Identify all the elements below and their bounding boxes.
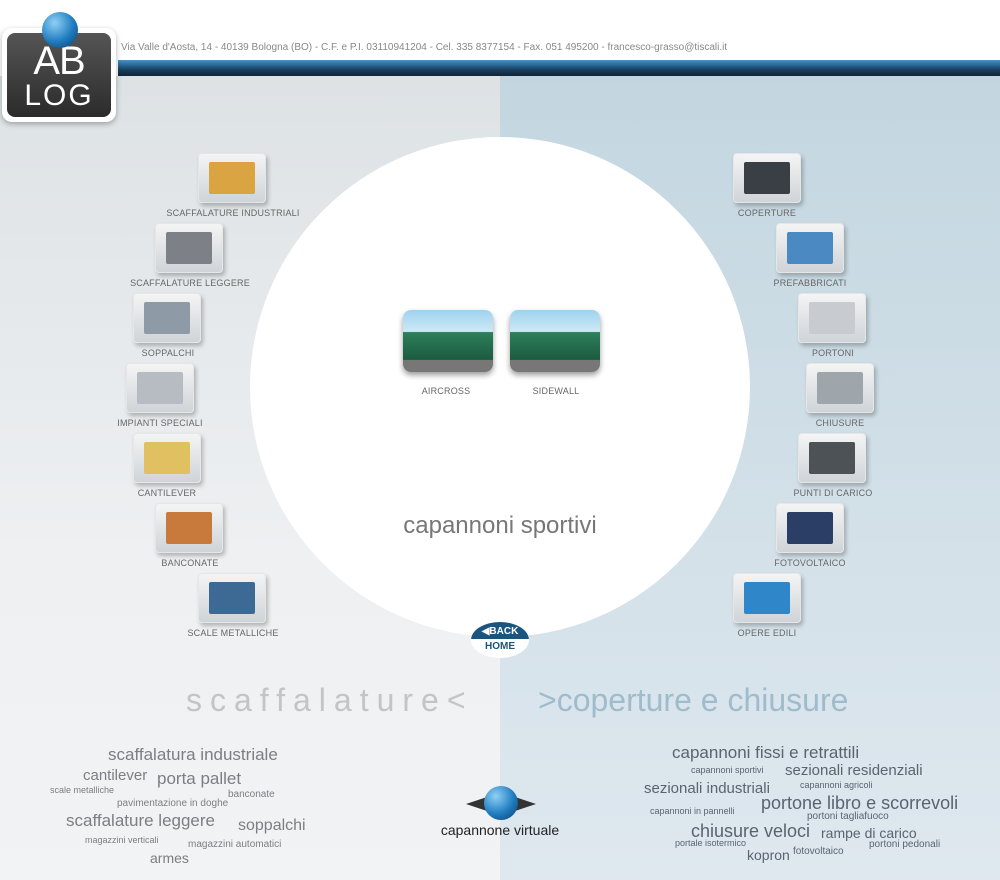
center-title: capannoni sportivi [403,512,597,539]
tag-link[interactable]: capannoni in pannelli [650,806,735,816]
right-menu-label[interactable]: PUNTI DI CARICO [793,488,873,498]
tag-link[interactable]: soppalchi [238,817,306,834]
left-menu-label[interactable]: BANCONATE [161,558,219,568]
section-title-coperture[interactable]: >coperture e chiusure [538,682,849,718]
left-menu-label[interactable]: SOPPALCHI [141,348,195,358]
logo-sphere-icon [42,12,78,48]
section-title-scaffalature[interactable]: scaffalature< [186,682,474,718]
tag-link[interactable]: fotovoltaico [793,846,844,857]
tag-link[interactable]: scaffalatura industriale [108,745,278,764]
tag-link[interactable]: armes [150,850,189,866]
tag-link[interactable]: portale isotermico [675,838,747,848]
thumbnail-image [144,442,190,474]
left-menu-thumbnail[interactable] [155,223,223,273]
right-menu-thumbnail[interactable] [798,433,866,483]
tag-link[interactable]: sezionali residenziali [785,762,923,779]
thumbnail-image [166,512,212,544]
logo-text-bottom: LOG [24,79,94,112]
thumbnail-image [787,512,833,544]
left-menu-thumbnail[interactable] [133,433,201,483]
sidewall-thumbnail[interactable] [510,310,600,372]
right-menu-label[interactable]: PORTONI [811,348,855,358]
right-menu-thumbnail[interactable] [776,503,844,553]
tag-link[interactable]: magazzini verticali [85,835,159,845]
right-menu-label[interactable]: CHIUSURE [815,418,865,428]
right-menu-thumbnail[interactable] [733,153,801,203]
left-menu-thumbnail[interactable] [198,153,266,203]
thumbnail-image [809,442,855,474]
right-menu-thumbnail[interactable] [806,363,874,413]
left-menu-thumbnail[interactable] [155,503,223,553]
back-home-button[interactable]: ◀BACK HOME [471,622,529,658]
tag-link[interactable]: scaffalature leggere [66,811,216,830]
tag-link[interactable]: magazzini automatici [188,839,282,850]
tag-link[interactable]: capannoni sportivi [691,765,764,775]
thumbnail-image [166,232,212,264]
right-menu-thumbnail[interactable] [798,293,866,343]
sidewall-label[interactable]: SIDEWALL [532,386,580,396]
left-menu-label[interactable]: IMPIANTI SPECIALI [117,418,203,428]
tag-link[interactable]: portone libro e scorrevoli [761,793,959,813]
tag-link[interactable]: capannoni agricoli [800,780,873,790]
center-circle [250,137,750,637]
tag-link[interactable]: pavimentazione in doghe [117,798,229,809]
left-menu-thumbnail[interactable] [198,573,266,623]
tag-link[interactable]: banconate [228,789,275,800]
tag-link[interactable]: kopron [747,847,790,863]
thumbnail-image [809,302,855,334]
thumbnail-image [144,302,190,334]
right-menu-thumbnail[interactable] [733,573,801,623]
tag-link[interactable]: capannoni fissi e retrattili [672,743,860,762]
tag-link[interactable]: sezionali industriali [644,780,770,797]
header-bar [118,60,1000,76]
right-menu-label[interactable]: PREFABBRICATI [773,278,847,288]
address-text: Via Valle d'Aosta, 14 - 40139 Bologna (B… [121,42,728,53]
aircross-label[interactable]: AIRCROSS [421,386,471,396]
left-menu-label[interactable]: SCAFFALATURE INDUSTRIALI [166,208,300,218]
left-menu-label[interactable]: SCAFFALATURE LEGGERE [130,278,250,288]
tag-link[interactable]: portoni tagliafuoco [807,811,889,822]
left-menu-label[interactable]: SCALE METALLICHE [187,628,279,638]
tag-link[interactable]: chiusure veloci [691,821,811,841]
thumbnail-image [209,162,255,194]
left-menu-thumbnail[interactable] [126,363,194,413]
back-arrow-icon: ◀ [481,626,490,637]
right-menu-thumbnail[interactable] [776,223,844,273]
left-menu-label[interactable]: CANTILEVER [137,488,197,498]
home-label: HOME [485,641,515,652]
thumbnail-image [744,582,790,614]
right-menu-label[interactable]: OPERE EDILI [737,628,797,638]
tag-link[interactable]: portoni pedonali [869,839,941,850]
thumbnail-image [209,582,255,614]
virtual-sphere-icon[interactable] [484,786,518,820]
thumbnail-image [137,372,183,404]
thumbnail-image [744,162,790,194]
left-menu-thumbnail[interactable] [133,293,201,343]
tag-link[interactable]: rampe di carico [821,825,917,841]
tag-link[interactable]: cantilever [83,767,148,784]
tag-link[interactable]: scale metalliche [50,785,115,795]
capannone-virtuale-link[interactable]: capannone virtuale [440,822,560,838]
aircross-thumbnail[interactable] [403,310,493,372]
back-label: BACK [489,626,519,637]
tag-link[interactable]: porta pallet [157,769,242,788]
thumbnail-image [817,372,863,404]
right-menu-label[interactable]: COPERTURE [737,208,797,218]
right-menu-label[interactable]: FOTOVOLTAICO [774,558,846,568]
thumbnail-image [787,232,833,264]
